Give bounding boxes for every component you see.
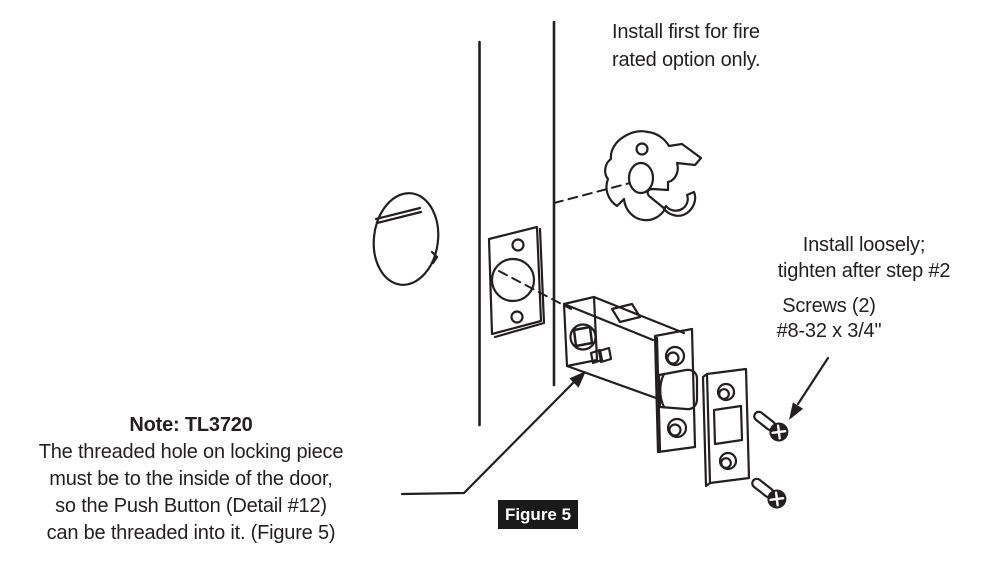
install-loosely-line: tighten after step #2 <box>777 260 951 282</box>
latch-top-tab <box>610 302 642 324</box>
locking-piece-pin <box>597 346 613 364</box>
install-loosely-line: Install loosely; <box>802 234 926 256</box>
screws-leader-arrow <box>789 356 830 420</box>
screws-spec-line: #8-32 x 3/4" <box>776 320 882 342</box>
screw-bottom <box>751 477 787 509</box>
tl3720-note: Note: TL3720 The threaded hole on lockin… <box>8 412 374 547</box>
tl3720-note-line: so the Push Button (Detail #12) <box>55 495 327 517</box>
fire-plate-top-hole <box>635 142 649 156</box>
oval-knob <box>372 192 440 286</box>
fire-rated-note-line: Install first for fire <box>612 21 760 43</box>
latch-faceplate <box>653 327 699 454</box>
fire-rated-mounting-plate <box>604 130 703 222</box>
install-loosely-note: Install loosely; tighten after step #2 <box>743 232 985 284</box>
fire-plate-hook-tab <box>662 190 697 217</box>
door-edge-lines <box>478 20 556 427</box>
mounting-screws <box>751 410 789 509</box>
tl3720-note-line: must be to the inside of the door, <box>49 468 333 490</box>
fire-rated-note: Install first for fire rated option only… <box>612 18 761 74</box>
screws-spec-line: Screws (2) <box>782 295 876 317</box>
note-leader-arrow <box>400 371 586 496</box>
latch-bolt <box>657 368 699 411</box>
tl3720-note-line: can be threaded into it. (Figure 5) <box>46 522 336 544</box>
dashed-centerlines <box>498 182 631 310</box>
tubular-latch-body <box>562 295 686 400</box>
screws-spec-label: Screws (2) #8-32 x 3/4" <box>745 294 913 344</box>
edge-faceplate <box>487 225 546 339</box>
screw-top <box>753 410 789 442</box>
fire-plate-center-hole <box>627 161 655 195</box>
strike-square-hole <box>712 404 744 446</box>
latch-bolt-curve <box>659 372 666 409</box>
bore-centerline-dashed <box>498 270 572 310</box>
tl3720-note-title: Note: TL3720 <box>129 414 253 436</box>
tl3720-note-line: The threaded hole on locking piece <box>38 441 344 463</box>
fire-rated-note-line: rated option only. <box>612 49 761 71</box>
strike-plate <box>701 367 751 488</box>
spindle-square-hole <box>572 325 594 348</box>
figure-label: Figure 5 <box>498 500 578 529</box>
fireplate-centerline-dashed <box>553 182 631 204</box>
locking-piece <box>589 348 604 365</box>
spindle-boss <box>569 323 597 351</box>
